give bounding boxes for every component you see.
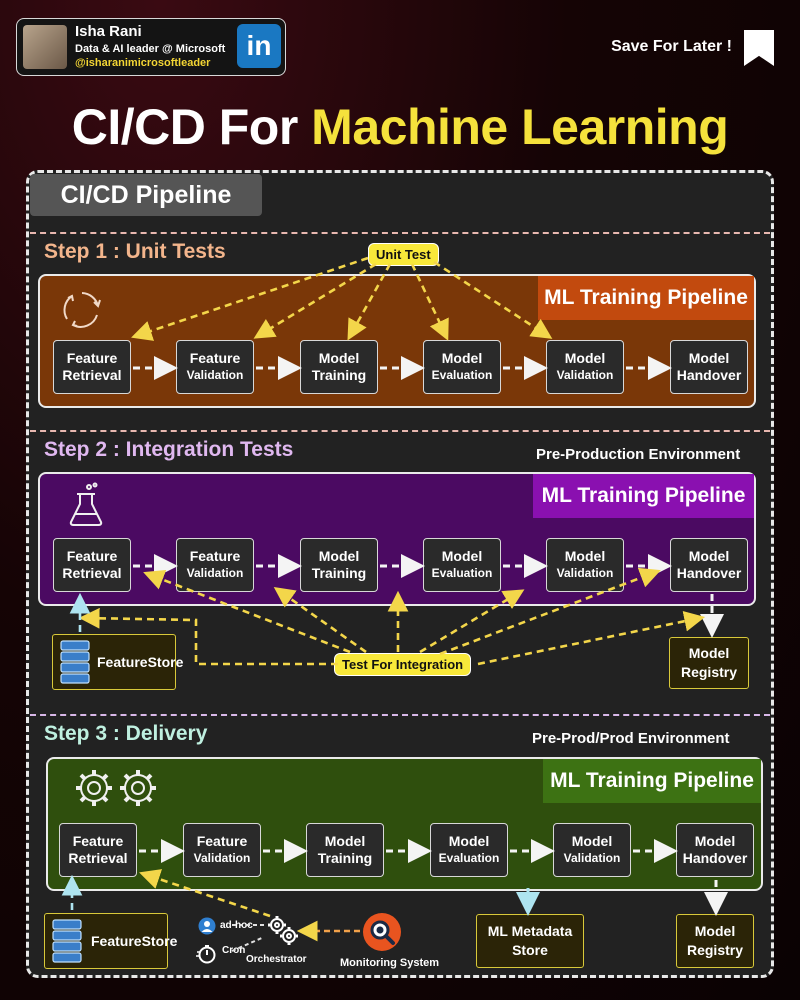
profile-handle[interactable]: @isharanimicrosoftleader [75,57,211,69]
s2-database-icon [60,640,90,689]
step2-title: Step 2 : Integration Tests [44,438,294,461]
page-title: CI/CD For Machine Learning [0,98,800,156]
monitoring-icon[interactable] [362,912,402,957]
unit-test-arrows [131,256,553,341]
title-highlight: Machine Learning [311,99,729,155]
stopwatch-icon [196,944,216,969]
cron-arrow [231,936,265,952]
refresh-icon [60,288,104,337]
save-for-later-label: Save For Later ! [611,38,732,55]
title-part1: CI/CD For [71,99,312,155]
step3-divider [30,714,770,716]
profile-card: Isha Rani Data & AI leader @ Microsoft @… [16,18,286,76]
s3-flow-arrows [139,839,728,916]
integration-test-tag: Test For Integration [334,653,472,676]
profile-name: Isha Rani [75,23,142,40]
step1-title: Step 1 : Unit Tests [44,240,226,263]
integration-test-arrows [78,567,706,666]
flask-icon [66,482,106,533]
orchestrator-label: Orchestrator [246,954,307,965]
step2-divider [30,430,770,432]
step1-pipeline-title: ML Training Pipeline [538,276,754,320]
step3-title: Step 3 : Delivery [44,722,208,745]
cicd-pipeline-label: CI/CD Pipeline [30,174,262,216]
step3-pipeline-title: ML Training Pipeline [543,759,761,803]
step3-env-label: Pre-Prod/Prod Environment [532,730,730,747]
step1-divider [30,232,770,234]
adhoc-label: ad-hoc [220,920,253,931]
monitoring-label: Monitoring System [340,957,440,969]
unit-test-tag: Unit Test [368,243,439,266]
s3-database-icon [52,919,82,968]
step1-panel [38,274,756,408]
user-icon [198,917,216,940]
linkedin-icon[interactable]: in [237,24,281,68]
orchestrator-trigger-arrow [139,869,271,918]
gears-icon [72,766,162,815]
profile-role: Data & AI leader @ Microsoft [75,43,226,55]
avatar [23,25,67,69]
step2-pipeline-title: ML Training Pipeline [533,474,754,518]
step2-env-label: Pre-Production Environment [536,446,741,463]
s2-flow-arrows [133,554,724,638]
